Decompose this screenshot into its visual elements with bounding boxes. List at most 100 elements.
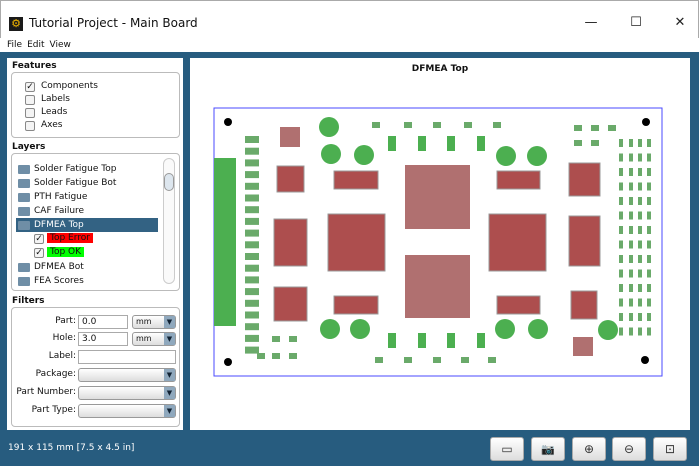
grid-pad-component[interactable] xyxy=(619,240,623,249)
menu-file[interactable]: File xyxy=(7,40,23,50)
mounting-hole[interactable] xyxy=(641,356,649,364)
grid-pad-component[interactable] xyxy=(619,211,623,220)
small-pad-component[interactable] xyxy=(591,140,599,146)
small-pad-component[interactable] xyxy=(289,336,297,342)
grid-pad-component[interactable] xyxy=(647,269,651,278)
small-pad-component[interactable] xyxy=(372,122,380,128)
mounting-hole[interactable] xyxy=(642,118,650,126)
mounting-hole[interactable] xyxy=(224,118,232,126)
pad-component[interactable] xyxy=(245,147,259,155)
ic-component-error[interactable] xyxy=(568,215,601,267)
small-pad-component[interactable] xyxy=(574,140,582,146)
ic-component-error[interactable] xyxy=(327,213,386,272)
ic-component-error[interactable] xyxy=(496,295,541,315)
grid-pad-component[interactable] xyxy=(619,298,623,307)
grid-pad-component[interactable] xyxy=(647,182,651,191)
bga-component[interactable] xyxy=(405,255,470,318)
layer-pth-fatigue[interactable]: PTH Fatigue xyxy=(16,190,158,204)
menu-view[interactable]: View xyxy=(49,40,71,50)
small-pad-component[interactable] xyxy=(608,125,616,131)
grid-pad-component[interactable] xyxy=(638,255,642,263)
grid-pad-component[interactable] xyxy=(619,255,623,263)
grid-pad-component[interactable] xyxy=(647,255,651,263)
minimize-button[interactable]: — xyxy=(584,15,598,30)
grid-pad-component[interactable] xyxy=(619,153,623,162)
grid-pad-component[interactable] xyxy=(647,211,651,220)
grid-pad-component[interactable] xyxy=(619,284,623,292)
checkbox[interactable]: ✓ xyxy=(34,234,44,244)
part-input[interactable]: 0.0 xyxy=(78,315,128,329)
grid-pad-component[interactable] xyxy=(647,153,651,162)
pad-component[interactable] xyxy=(245,159,259,167)
small-pad-component[interactable] xyxy=(591,125,599,131)
layer-caf-failure[interactable]: CAF Failure xyxy=(16,204,158,218)
zoom-in-button[interactable]: ⊕ xyxy=(572,437,606,461)
grid-pad-component[interactable] xyxy=(647,284,651,292)
small-pad-component[interactable] xyxy=(464,122,472,128)
grid-pad-component[interactable] xyxy=(638,313,642,321)
label-input[interactable] xyxy=(78,350,176,364)
grid-pad-component[interactable] xyxy=(638,139,642,147)
capacitor-component[interactable] xyxy=(354,145,374,165)
layer-solder-fatigue-top[interactable]: Solder Fatigue Top xyxy=(16,162,158,176)
grid-pad-component[interactable] xyxy=(638,153,642,162)
grid-pad-component[interactable] xyxy=(629,139,633,147)
small-pad-component[interactable] xyxy=(375,357,383,363)
grid-pad-component[interactable] xyxy=(647,226,651,234)
capacitor-component[interactable] xyxy=(320,319,340,339)
grid-pad-component[interactable] xyxy=(619,327,623,336)
grid-pad-component[interactable] xyxy=(647,298,651,307)
snapshot-button[interactable]: 📷 xyxy=(531,437,565,461)
grid-pad-component[interactable] xyxy=(638,182,642,191)
component-error[interactable] xyxy=(280,127,300,147)
small-pad-component[interactable] xyxy=(433,122,441,128)
layer-dfmea-bot[interactable]: DFMEA Bot xyxy=(16,260,158,274)
capacitor-component[interactable] xyxy=(528,319,548,339)
small-pad-component[interactable] xyxy=(493,122,501,128)
pad-component[interactable] xyxy=(245,288,259,296)
transistor-component[interactable] xyxy=(477,333,485,348)
pad-component[interactable] xyxy=(245,171,259,179)
menu-edit[interactable]: Edit xyxy=(27,40,45,50)
layer-solder-fatigue-bot[interactable]: Solder Fatigue Bot xyxy=(16,176,158,190)
transistor-component[interactable] xyxy=(447,333,455,348)
transistor-component[interactable] xyxy=(447,136,455,151)
transistor-component[interactable] xyxy=(388,333,396,348)
grid-pad-component[interactable] xyxy=(638,240,642,249)
grid-pad-component[interactable] xyxy=(647,240,651,249)
checkbox[interactable] xyxy=(25,121,35,131)
grid-pad-component[interactable] xyxy=(638,168,642,176)
capacitor-component[interactable] xyxy=(319,117,339,137)
transistor-component[interactable] xyxy=(477,136,485,151)
ic-component-error[interactable] xyxy=(276,165,305,193)
board-canvas[interactable]: DFMEA Top xyxy=(190,58,690,430)
grid-pad-component[interactable] xyxy=(629,240,633,249)
capacitor-component[interactable] xyxy=(496,146,516,166)
grid-pad-component[interactable] xyxy=(629,226,633,234)
ic-component-error[interactable] xyxy=(568,162,601,197)
pad-component[interactable] xyxy=(245,136,259,143)
grid-pad-component[interactable] xyxy=(629,284,633,292)
grid-pad-component[interactable] xyxy=(629,182,633,191)
transistor-component[interactable] xyxy=(418,136,426,151)
ic-component-error[interactable] xyxy=(570,290,598,320)
ic-component-error[interactable] xyxy=(488,213,547,272)
small-pad-component[interactable] xyxy=(404,357,412,363)
pad-component[interactable] xyxy=(245,346,259,354)
grid-pad-component[interactable] xyxy=(647,197,651,205)
small-pad-component[interactable] xyxy=(257,353,265,359)
grid-pad-component[interactable] xyxy=(619,182,623,191)
capacitor-component[interactable] xyxy=(495,319,515,339)
checkbox[interactable] xyxy=(25,95,35,105)
ic-component-error[interactable] xyxy=(496,170,541,190)
small-pad-component[interactable] xyxy=(574,125,582,131)
part-unit-select[interactable]: mm▼ xyxy=(132,315,176,329)
grid-pad-component[interactable] xyxy=(647,327,651,336)
pad-component[interactable] xyxy=(245,194,259,202)
pad-component[interactable] xyxy=(245,241,259,249)
capacitor-component[interactable] xyxy=(350,319,370,339)
capacitor-component[interactable] xyxy=(598,320,618,340)
pad-component[interactable] xyxy=(245,311,259,319)
pad-component[interactable] xyxy=(245,334,259,342)
grid-pad-component[interactable] xyxy=(629,298,633,307)
